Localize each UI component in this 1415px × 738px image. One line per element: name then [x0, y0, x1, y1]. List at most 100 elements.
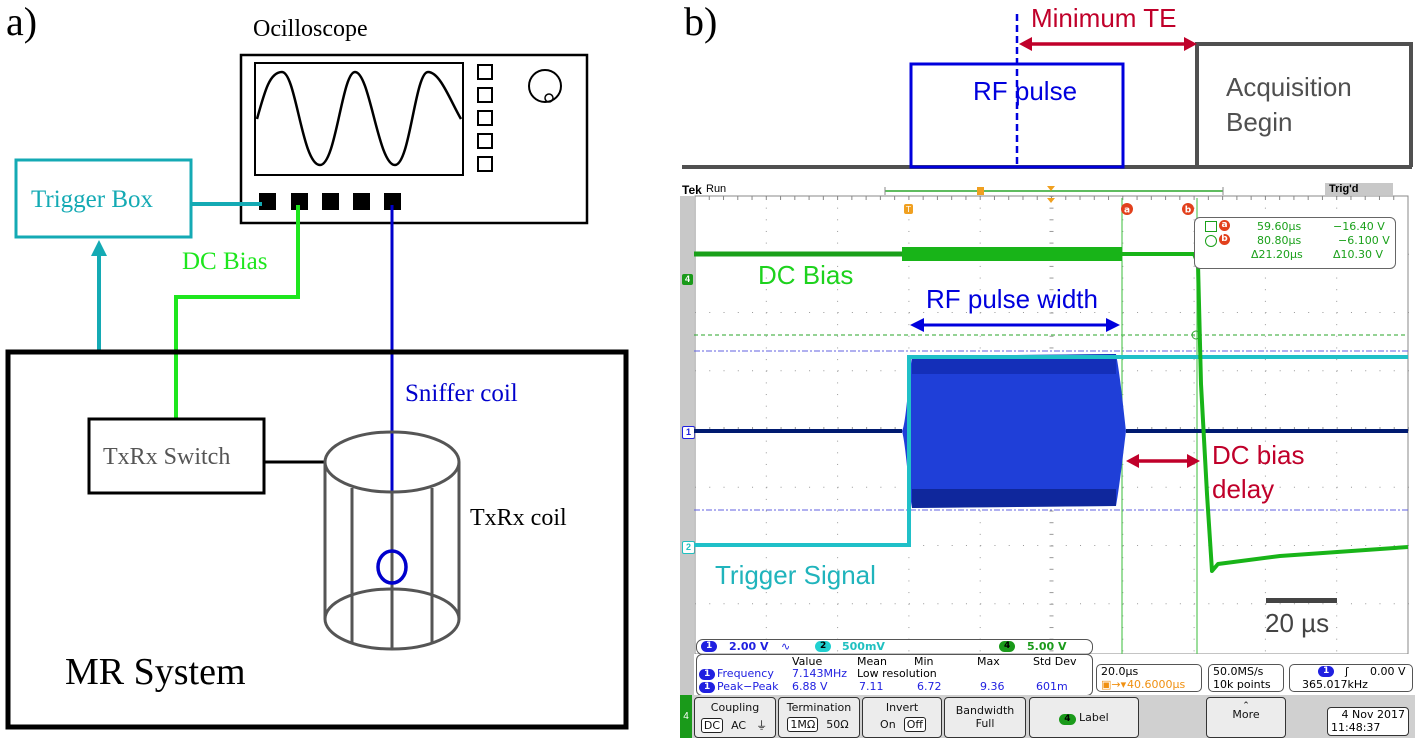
- minimum-te-label: Minimum TE: [1031, 3, 1177, 33]
- graticule-dot: [780, 486, 782, 488]
- graticule-dot: [1049, 347, 1054, 349]
- graticule-dot: [1049, 592, 1054, 594]
- termination-1mohm[interactable]: 1MΩ: [787, 717, 819, 732]
- acquisition-box[interactable]: 50.0MS/s 10k points: [1208, 664, 1284, 692]
- graticule-dot: [908, 230, 910, 232]
- graticule-dot: [1336, 300, 1338, 302]
- coupling-ac[interactable]: AC: [731, 719, 747, 732]
- graticule-dot: [908, 300, 910, 302]
- graticule-dot: [1022, 545, 1024, 546]
- graticule-dot: [1308, 312, 1310, 313]
- cursor-a-voltage: −16.40 V: [1333, 220, 1385, 233]
- graticule-dot: [1279, 603, 1281, 605]
- graticule-dot: [979, 230, 981, 232]
- graticule-dot: [780, 370, 782, 372]
- bandwidth-button[interactable]: Bandwidth Full: [944, 697, 1026, 738]
- acquisition-box: [1195, 42, 1413, 167]
- graticule-dot: [908, 312, 910, 313]
- graticule-dot: [1308, 370, 1310, 372]
- graticule-dot: [979, 627, 981, 629]
- graticule-dot: [1222, 545, 1224, 546]
- graticule-dot: [1236, 486, 1238, 488]
- graticule-dot: [737, 370, 739, 372]
- more-button[interactable]: ⌃ More: [1206, 697, 1286, 738]
- ch1-rf-burst: [902, 354, 1126, 508]
- graticule-dot: [1193, 475, 1195, 477]
- graticule-dot: [1049, 300, 1054, 302]
- graticule-dot: [1193, 557, 1195, 559]
- invert-off[interactable]: Off: [903, 717, 926, 732]
- graticule-dot: [809, 486, 811, 488]
- dc-bias-delay-annotation-2: delay: [1212, 474, 1275, 504]
- graticule-dot: [1193, 382, 1195, 384]
- ch2-pill[interactable]: 2: [815, 641, 832, 652]
- graticule-dot: [837, 312, 839, 313]
- invert-on[interactable]: On: [880, 718, 896, 731]
- timebase-box[interactable]: 20.0µs ▣→▾ 40.6000µs: [1096, 664, 1202, 692]
- graticule-dot: [1122, 230, 1124, 232]
- graticule-dot: [1365, 312, 1367, 313]
- graticule-dot: [923, 603, 925, 605]
- graticule-dot: [723, 486, 725, 488]
- ch4-marker[interactable]: 4: [682, 274, 693, 285]
- graticule-dot: [1151, 370, 1153, 372]
- graticule-dot: [765, 452, 767, 454]
- scale-bar-label: 20 µs: [1265, 608, 1330, 638]
- channel-tab[interactable]: 4: [680, 695, 692, 738]
- graticule-dot: [765, 370, 767, 372]
- coupling-ground-icon[interactable]: ⏚: [756, 719, 768, 732]
- graticule-dot: [866, 603, 868, 605]
- graticule-dot: [765, 592, 767, 594]
- graticule-dot: [1251, 312, 1253, 313]
- date: 4 Nov 2017: [1341, 708, 1405, 721]
- trigger-marker: [904, 204, 913, 214]
- graticule-dot: [752, 603, 754, 605]
- graticule-dot: [1122, 277, 1124, 279]
- graticule-dot: [1179, 486, 1181, 488]
- graticule-dot: [1393, 486, 1395, 488]
- graticule-dot: [765, 219, 767, 221]
- sample-rate: 50.0MS/s: [1213, 665, 1264, 678]
- coupling-dc[interactable]: DC: [700, 718, 724, 733]
- graticule-dot: [1336, 627, 1338, 629]
- label-button[interactable]: 4 Label: [1029, 697, 1139, 738]
- graticule-dot: [1336, 359, 1338, 361]
- graticule-dot: [837, 627, 839, 629]
- graticule-dot: [1365, 370, 1367, 372]
- graticule-dot: [1037, 545, 1039, 546]
- graticule-dot: [1379, 486, 1381, 488]
- graticule-dot: [979, 289, 981, 291]
- ch1-pill[interactable]: 1: [701, 641, 718, 652]
- cursor-delta-voltage: Δ10.30 V: [1333, 248, 1384, 261]
- graticule-dot: [894, 370, 896, 372]
- graticule-dot: [1193, 207, 1195, 209]
- graticule-dot: [965, 603, 967, 605]
- graticule-dot: [923, 312, 925, 313]
- graticule-dot: [766, 486, 768, 488]
- graticule-dot: [880, 486, 882, 488]
- graticule-dot: [765, 230, 767, 232]
- meas-row-2-max: 9.36: [980, 680, 1005, 693]
- graticule-dot: [1122, 219, 1124, 221]
- graticule-dot: [1137, 545, 1139, 546]
- graticule-dot: [965, 312, 967, 313]
- graticule-dot: [837, 312, 839, 314]
- trigger-box-readout[interactable]: 1 ʃ 0.00 V 365.017kHz: [1289, 664, 1413, 692]
- ch4-pill[interactable]: 4: [999, 641, 1016, 652]
- graticule-dot: [1037, 312, 1039, 313]
- graticule-dot: [1336, 324, 1338, 326]
- graticule-dot: [1264, 417, 1266, 419]
- graticule-dot: [1122, 592, 1124, 594]
- graticule-dot: [1236, 545, 1238, 546]
- graticule-dot: [765, 533, 767, 535]
- graticule-dot: [1122, 289, 1124, 291]
- ch1-coupling-icon: ∿: [781, 640, 791, 653]
- oscilloscope-label: Ocilloscope: [253, 16, 368, 42]
- termination-50ohm[interactable]: 50Ω: [826, 718, 849, 731]
- graticule-dot: [1279, 370, 1281, 372]
- graticule-dot: [1122, 347, 1124, 349]
- meas-header-max: Max: [977, 655, 1000, 668]
